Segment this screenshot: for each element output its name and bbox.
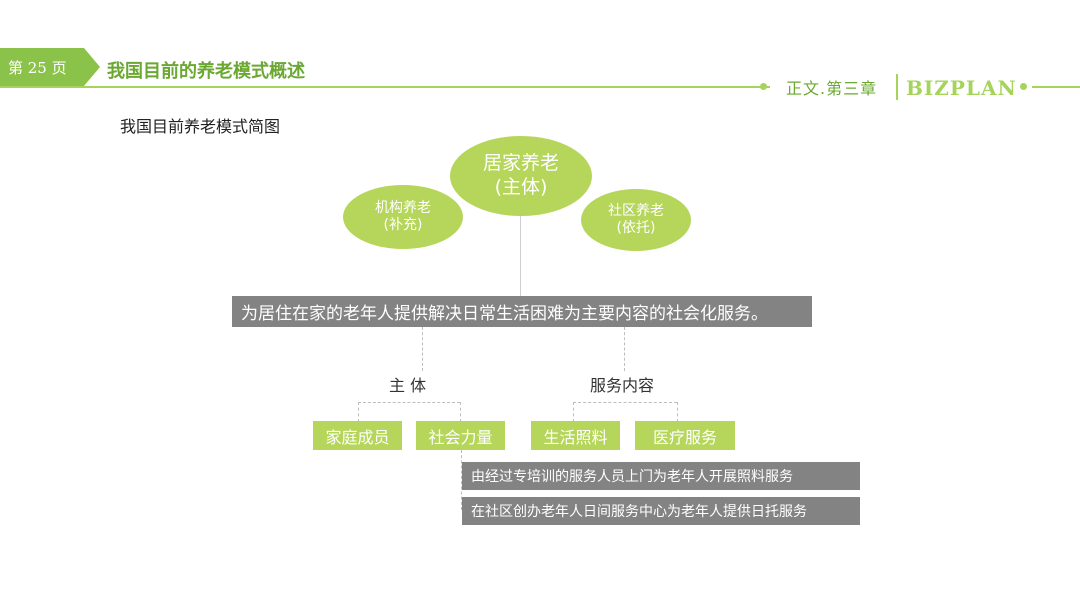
detail-text: 由经过专培训的服务人员上门为老年人开展照料服务 bbox=[471, 469, 793, 485]
subject-society: 社会力量 bbox=[416, 421, 505, 450]
detail-connector bbox=[461, 450, 462, 510]
node-role: (依托) bbox=[616, 220, 656, 236]
subject-branch bbox=[358, 402, 460, 403]
definition-bar: 为居住在家的老年人提供解决日常生活困难为主要内容的社会化服务。 bbox=[232, 296, 812, 327]
subject-label: 主 体 bbox=[389, 376, 427, 395]
page-title: 我国目前的养老模式概述 bbox=[107, 61, 305, 82]
subject-branch-left bbox=[358, 402, 359, 422]
node-title: 居家养老 bbox=[482, 152, 559, 175]
service-branch-left bbox=[573, 402, 574, 422]
detail-text: 在社区创办老年人日间服务中心为老年人提供日托服务 bbox=[471, 504, 807, 520]
subject-family: 家庭成员 bbox=[313, 421, 402, 450]
divider-dot-icon bbox=[760, 83, 767, 90]
service-branch bbox=[573, 402, 677, 403]
detail-bar: 由经过专培训的服务人员上门为老年人开展照料服务 bbox=[462, 462, 860, 490]
page-number: 第 25 页 bbox=[8, 59, 67, 77]
service-daily-care: 生活照料 bbox=[531, 421, 620, 450]
definition-text: 为居住在家的老年人提供解决日常生活困难为主要内容的社会化服务。 bbox=[241, 304, 768, 324]
service-label: 服务内容 bbox=[590, 376, 655, 395]
page-badge bbox=[0, 48, 100, 86]
subject-connector bbox=[422, 327, 423, 371]
node-title: 机构养老 bbox=[375, 199, 431, 216]
service-connector bbox=[624, 327, 625, 371]
center-connector bbox=[520, 210, 521, 302]
brand-separator bbox=[896, 74, 898, 100]
brand-logo: BIZPLAN bbox=[906, 76, 1017, 100]
node-role: (主体) bbox=[494, 176, 548, 198]
divider-dot-icon bbox=[1020, 83, 1027, 90]
subject-branch-right bbox=[460, 402, 461, 422]
community-care-node: 社区养老 (依托) bbox=[581, 189, 691, 251]
detail-bar: 在社区创办老年人日间服务中心为老年人提供日托服务 bbox=[462, 497, 860, 525]
diagram-subtitle: 我国目前养老模式简图 bbox=[120, 117, 281, 136]
header-divider-right bbox=[1032, 86, 1080, 88]
home-care-node: 居家养老 (主体) bbox=[450, 136, 592, 216]
service-branch-right bbox=[677, 402, 678, 422]
header-divider bbox=[0, 86, 770, 88]
institutional-care-node: 机构养老 (补充) bbox=[343, 185, 463, 249]
service-medical: 医疗服务 bbox=[635, 421, 735, 450]
node-role: (补充) bbox=[383, 217, 423, 233]
node-title: 社区养老 bbox=[608, 202, 664, 219]
chapter-label: 正文.第三章 bbox=[786, 79, 878, 98]
